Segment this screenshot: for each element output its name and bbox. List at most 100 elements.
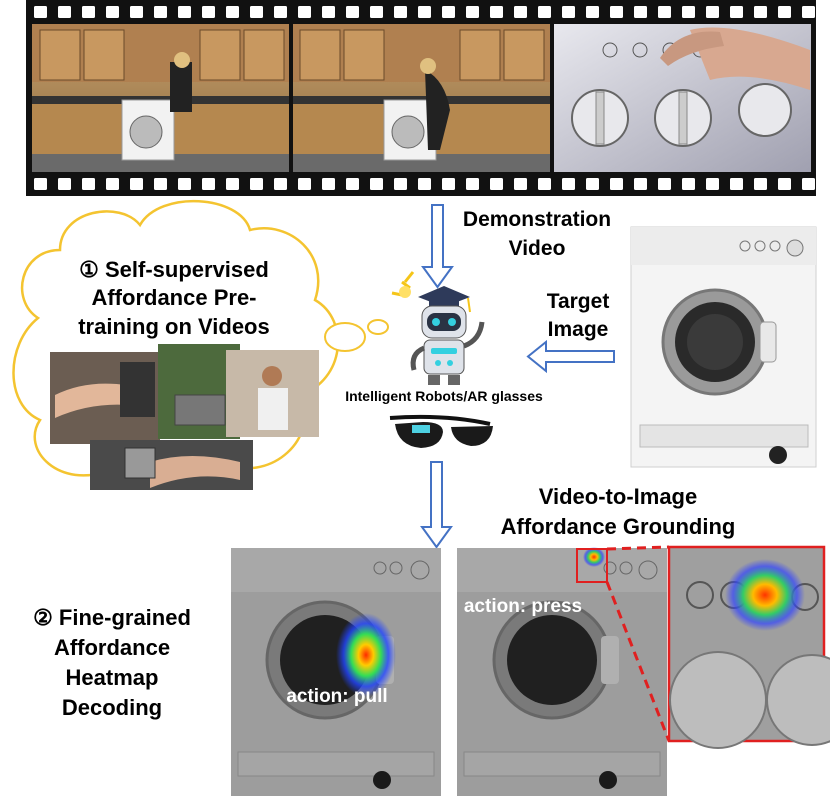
film-sprocket-hole (730, 178, 743, 190)
film-sprocket-hole (34, 178, 47, 190)
film-sprocket-hole (82, 178, 95, 190)
film-sprocket-hole (466, 6, 479, 18)
film-sprocket-hole (778, 6, 791, 18)
film-sprocket-hole (634, 178, 647, 190)
film-sprocket-hole (202, 6, 215, 18)
arrow-video-to-robot (421, 204, 454, 289)
film-sprocket-hole (610, 6, 623, 18)
film-sprocket-hole (514, 6, 527, 18)
film-sprocket-hole (58, 178, 71, 190)
film-sprocket-hole (586, 178, 599, 190)
filmstrip-holes-bottom (34, 178, 815, 190)
demonstration-filmstrip (26, 0, 816, 196)
film-sprocket-hole (178, 6, 191, 18)
film-sprocket-hole (394, 6, 407, 18)
video-frame-3 (554, 24, 811, 172)
grounding-title-line1: Video-to-Image (539, 484, 698, 509)
zoom-connector-lines (605, 545, 671, 742)
robot-icon (391, 271, 485, 385)
arrow-robot-to-heatmap (420, 461, 453, 549)
film-sprocket-hole (682, 6, 695, 18)
film-sprocket-hole (802, 6, 815, 18)
film-sprocket-hole (226, 178, 239, 190)
target-image-washer (630, 226, 817, 468)
film-sprocket-hole (58, 6, 71, 18)
film-sprocket-hole (442, 6, 455, 18)
image-label: Image (548, 318, 609, 341)
film-sprocket-hole (106, 178, 119, 190)
decoding-title-line2: Affordance (54, 635, 170, 660)
film-sprocket-hole (610, 178, 623, 190)
film-sprocket-hole (226, 6, 239, 18)
pretrain-title-line3: training on Videos (78, 314, 270, 339)
film-sprocket-hole (754, 6, 767, 18)
film-sprocket-hole (202, 178, 215, 190)
film-sprocket-hole (34, 6, 47, 18)
film-sprocket-hole (466, 178, 479, 190)
film-sprocket-hole (562, 178, 575, 190)
film-sprocket-hole (490, 178, 503, 190)
action-press-label: action: press (464, 596, 582, 617)
film-sprocket-hole (490, 6, 503, 18)
film-sprocket-hole (106, 6, 119, 18)
film-sprocket-hole (298, 6, 311, 18)
film-sprocket-hole (562, 6, 575, 18)
film-sprocket-hole (370, 6, 383, 18)
film-sprocket-hole (298, 178, 311, 190)
film-sprocket-hole (370, 178, 383, 190)
action-pull-label: action: pull (286, 686, 387, 707)
film-sprocket-hole (730, 6, 743, 18)
film-sprocket-hole (538, 178, 551, 190)
film-sprocket-hole (754, 178, 767, 190)
decoding-title-line1: ② Fine-grained (33, 605, 191, 630)
film-sprocket-hole (658, 6, 671, 18)
decoding-title-line3: Heatmap (66, 665, 159, 690)
film-sprocket-hole (586, 6, 599, 18)
film-sprocket-hole (418, 6, 431, 18)
film-sprocket-hole (130, 178, 143, 190)
heatmap-pull-image (231, 548, 441, 796)
film-sprocket-hole (82, 6, 95, 18)
film-sprocket-hole (706, 6, 719, 18)
pretrain-title-line1: ① Self-supervised (79, 257, 269, 282)
demonstration-label: Demonstration (463, 208, 611, 231)
film-sprocket-hole (514, 178, 527, 190)
film-sprocket-hole (178, 178, 191, 190)
film-sprocket-hole (130, 6, 143, 18)
filmstrip-holes-top (34, 6, 815, 18)
pretrain-title-line2: Affordance Pre- (91, 285, 256, 310)
robot-caption: Intelligent Robots/AR glasses (345, 388, 543, 404)
film-sprocket-hole (250, 6, 263, 18)
video-frame-1 (32, 24, 289, 172)
decoding-title-line4: Decoding (62, 695, 162, 720)
arrow-image-to-robot (526, 339, 615, 374)
grounding-title-line2: Affordance Grounding (501, 514, 736, 539)
target-label: Target (547, 290, 610, 313)
film-sprocket-hole (394, 178, 407, 190)
film-sprocket-hole (322, 6, 335, 18)
video-frame-2 (293, 24, 550, 172)
film-sprocket-hole (802, 178, 815, 190)
film-sprocket-hole (682, 178, 695, 190)
zoomed-control-panel (667, 545, 830, 749)
ar-glasses-icon (389, 414, 493, 448)
film-sprocket-hole (346, 6, 359, 18)
film-sprocket-hole (154, 6, 167, 18)
film-sprocket-hole (274, 178, 287, 190)
film-sprocket-hole (154, 178, 167, 190)
film-sprocket-hole (250, 178, 263, 190)
film-sprocket-hole (538, 6, 551, 18)
film-sprocket-hole (706, 178, 719, 190)
video-label: Video (509, 237, 566, 260)
film-sprocket-hole (634, 6, 647, 18)
film-sprocket-hole (346, 178, 359, 190)
film-sprocket-hole (778, 178, 791, 190)
film-sprocket-hole (418, 178, 431, 190)
pretraining-video-collage (50, 344, 319, 490)
film-sprocket-hole (322, 178, 335, 190)
film-sprocket-hole (658, 178, 671, 190)
heatmap-press-image (457, 547, 667, 796)
film-sprocket-hole (274, 6, 287, 18)
